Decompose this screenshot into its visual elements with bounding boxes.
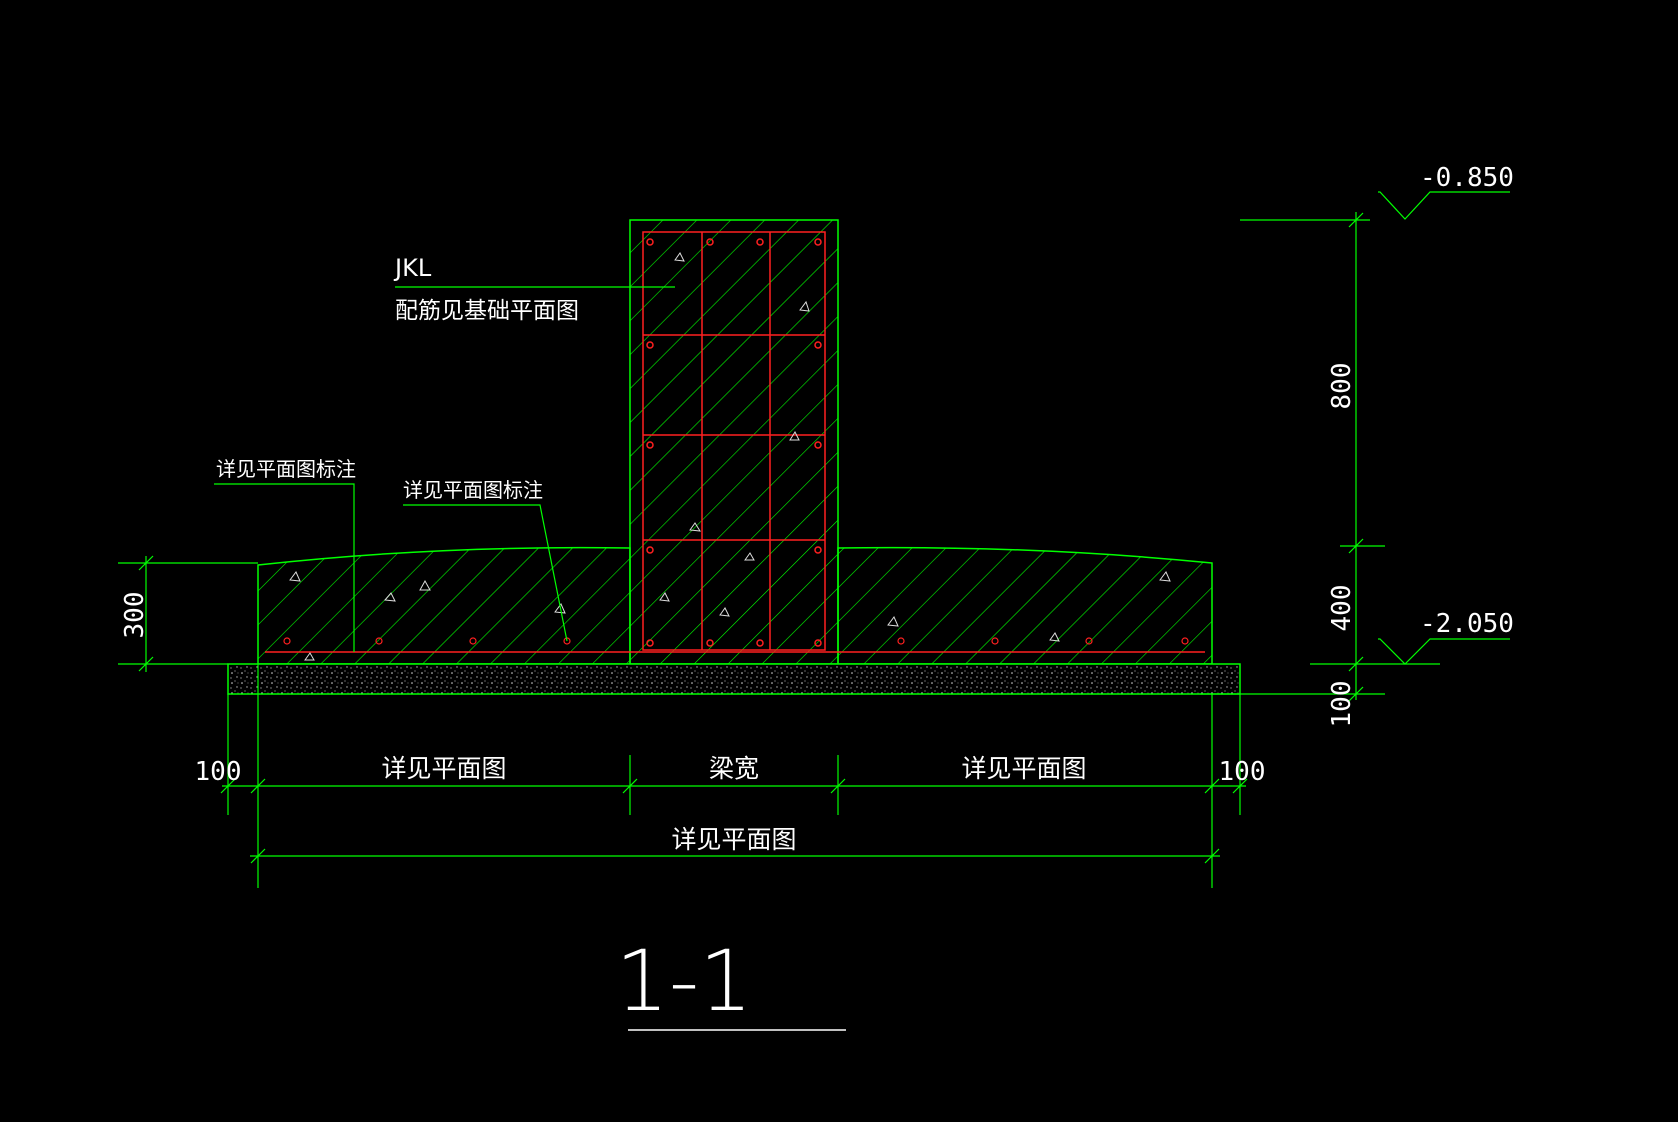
elevation-bottom-label: -2.050	[1420, 609, 1514, 639]
beam-callout: JKL 配筋见基础平面图	[393, 254, 675, 324]
dim-right-width: 详见平面图	[961, 754, 1086, 783]
dim-left-offset: 100	[195, 757, 242, 787]
dim-pad-depth: 100	[1327, 681, 1357, 728]
dim-beam-width: 梁宽	[709, 754, 759, 783]
leader-left: 详见平面图标注	[214, 457, 356, 652]
horizontal-dimension-chain	[220, 664, 1248, 888]
vertical-dimension-chain	[1200, 212, 1440, 702]
footing-right-wing	[837, 546, 1213, 665]
elevation-bottom: -2.050	[1378, 609, 1514, 665]
elevation-top: -0.850	[1378, 163, 1514, 220]
beam-rebar-note: 配筋见基础平面图	[395, 298, 579, 324]
footing-section	[257, 252, 1213, 665]
dim-slab-depth: 400	[1327, 585, 1357, 632]
dim-right-offset: 100	[1219, 757, 1266, 787]
dim-edge-thickness: 300	[120, 592, 150, 639]
beam-section	[629, 219, 839, 665]
footing-left-wing	[257, 546, 631, 665]
leader-left-label: 详见平面图标注	[216, 457, 356, 481]
elevation-top-label: -0.850	[1420, 163, 1514, 193]
section-label: 1-1	[615, 932, 752, 1030]
dim-total-width: 详见平面图	[671, 825, 796, 854]
leader-middle: 详见平面图标注	[403, 478, 568, 642]
leader-middle-label: 详见平面图标注	[403, 478, 543, 502]
beam-name-label: JKL	[393, 254, 432, 282]
footing-rebar-dots	[283, 637, 1189, 645]
beam-hatch	[630, 220, 838, 664]
concrete-aggregate-marks	[289, 252, 1171, 661]
edge-thickness-dimension	[118, 555, 258, 672]
dim-left-width: 详见平面图	[381, 754, 506, 783]
gravel-cushion	[227, 663, 1241, 695]
beam-rebar-grid	[642, 231, 826, 651]
dim-beam-height: 800	[1327, 363, 1357, 410]
